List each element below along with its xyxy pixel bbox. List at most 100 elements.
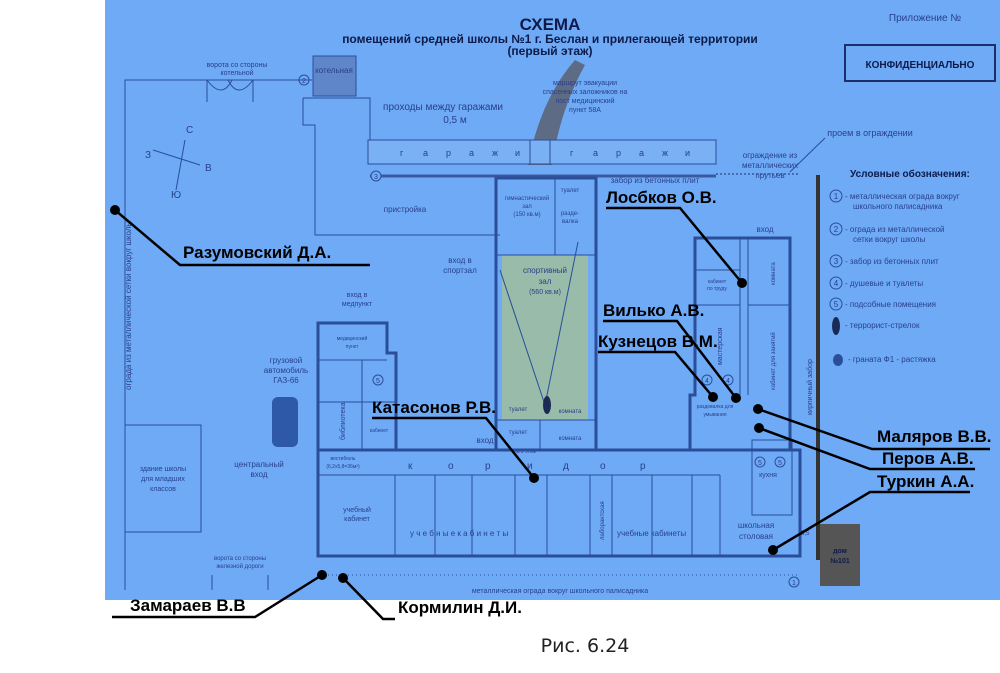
svg-text:пост медицинский: пост медицинский (555, 97, 614, 105)
svg-text:вестибюль: вестибюль (331, 456, 356, 462)
junior-school-building: здание школы для младших классов (124, 424, 202, 533)
svg-text:а: а (423, 148, 428, 158)
brick-fence-label: кирпичный забор (806, 359, 814, 415)
sport-entrance-label: вход в (448, 256, 472, 265)
svg-text:р: р (446, 148, 451, 158)
svg-text:ограждение из: ограждение из (743, 151, 798, 160)
svg-text:Туркин А.А.: Туркин А.А. (877, 472, 974, 491)
svg-text:туалет: туалет (509, 407, 528, 413)
gate-boiler: ворота со стороны котельной (206, 62, 267, 102)
svg-text:р: р (485, 461, 491, 472)
svg-text:С: С (186, 125, 193, 136)
svg-text:сетки вокруг школы: сетки вокруг школы (853, 235, 926, 244)
mesh-fence: ограда из металлической сетки вокруг шко… (124, 79, 312, 590)
annotation-katasonov: Катасонов Р.В. (372, 398, 539, 483)
svg-text:пункт 58А: пункт 58А (569, 107, 601, 114)
svg-text:5: 5 (834, 300, 839, 309)
svg-text:лаборантская: лаборантская (600, 501, 606, 540)
svg-text:а: а (639, 148, 644, 158)
svg-text:спасенных заложников на: спасенных заложников на (543, 89, 628, 96)
metal-fence-label: металлическая ограда вокруг школьного па… (472, 588, 648, 595)
svg-text:вход в: вход в (347, 292, 368, 299)
svg-text:котельная: котельная (315, 66, 353, 75)
svg-text:Вилько А.В.: Вилько А.В. (603, 301, 704, 320)
svg-text:Разумовский Д.А.: Разумовский Д.А. (183, 243, 331, 262)
svg-text:котельной: котельной (220, 69, 253, 77)
svg-text:железной дороги: железной дороги (216, 563, 263, 570)
svg-text:1: 1 (834, 192, 839, 201)
svg-text:кухня: кухня (759, 472, 777, 479)
svg-text:зал: зал (522, 204, 532, 210)
svg-text:3: 3 (834, 257, 839, 266)
svg-text:учебный: учебный (343, 506, 371, 514)
truck-gaz66: грузовой автомобиль ГАЗ-66 (264, 356, 308, 447)
svg-text:4: 4 (705, 378, 709, 385)
svg-text:спортивный: спортивный (523, 266, 567, 275)
svg-text:к: к (408, 461, 413, 472)
svg-text:учебные кабинеты: учебные кабинеты (617, 529, 686, 538)
svg-text:2: 2 (834, 225, 839, 234)
svg-text:ж: ж (492, 148, 498, 158)
annex-label: пристройка (384, 205, 427, 214)
house-101: дом №101 (820, 524, 860, 586)
svg-text:пункт: пункт (346, 344, 359, 350)
metal-rod-fence: ограждение из металлических прутьев (716, 151, 800, 180)
svg-text:кабинет: кабинет (344, 515, 371, 523)
appendix-label: Приложение № (889, 13, 961, 24)
svg-text:о: о (448, 461, 454, 472)
svg-text:- граната Ф1 - растяжка: - граната Ф1 - растяжка (848, 355, 936, 364)
svg-text:а: а (469, 148, 474, 158)
svg-text:Замараев В.В: Замараев В.В (130, 596, 246, 615)
title: СХЕМА (520, 15, 581, 34)
svg-text:- ограда из металлической: - ограда из металлической (845, 225, 945, 234)
svg-text:- душевые и туалеты: - душевые и туалеты (845, 279, 923, 288)
svg-text:грузовой: грузовой (270, 356, 302, 365)
svg-text:вход: вход (250, 470, 267, 479)
central-entrance-label: центральный (234, 460, 283, 469)
boiler-house: котельная 2 (298, 55, 357, 97)
svg-text:школьная: школьная (738, 521, 774, 530)
svg-text:для младших: для младших (141, 476, 185, 483)
svg-text:медпункт: медпункт (342, 301, 373, 308)
svg-text:туалет: туалет (509, 430, 528, 436)
fence-opening-label: проем в ограждении (827, 128, 912, 138)
svg-text:и: и (515, 148, 520, 158)
garage-passages-width: 0,5 м (443, 115, 467, 126)
svg-text:В: В (205, 163, 212, 174)
svg-text:комната: комната (559, 436, 582, 442)
svg-text:р: р (616, 148, 621, 158)
svg-text:здание школы: здание школы (140, 466, 186, 473)
floor-label: (первый этаж) (507, 44, 592, 58)
svg-text:разде-: разде- (561, 211, 579, 217)
svg-text:зал: зал (539, 277, 552, 286)
svg-text:металлических: металлических (742, 161, 798, 170)
svg-text:медицинский: медицинский (337, 335, 368, 342)
svg-text:спортзал: спортзал (443, 266, 477, 275)
svg-text:умывания: умывания (703, 412, 726, 418)
annotation-perov: Перов А.В. (754, 423, 975, 471)
annex-upper (303, 97, 371, 140)
svg-text:маршрут эвакуации: маршрут эвакуации (553, 80, 617, 87)
annotation-zamaraev: Замараев В.В (112, 570, 327, 619)
svg-text:Лосбков О.В.: Лосбков О.В. (606, 188, 717, 207)
svg-text:5: 5 (778, 460, 782, 467)
svg-text:№101: №101 (830, 557, 850, 565)
confidential-stamp: КОНФИДЕНЦИАЛЬНО (844, 44, 996, 82)
svg-text:мастерская: мастерская (717, 327, 724, 365)
svg-text:гимнастический: гимнастический (505, 195, 549, 202)
subtitle: помещений средней школы №1 г. Беслан и п… (342, 32, 758, 46)
svg-text:КОНФИДЕНЦИАЛЬНО: КОНФИДЕНЦИАЛЬНО (866, 60, 975, 71)
left-wing: медицинский пункт библиотека кабинет 5 в… (316, 292, 398, 450)
svg-text:4: 4 (726, 378, 730, 385)
svg-text:Катасонов Р.В.: Катасонов Р.В. (372, 398, 496, 417)
svg-text:библиотека: библиотека (339, 402, 347, 440)
annotation-kormilin: Кормилин Д.И. (338, 573, 522, 621)
svg-text:Кузнецов В.М.: Кузнецов В.М. (598, 332, 718, 351)
svg-text:классов: классов (150, 486, 176, 493)
svg-text:Маляров В.В.: Маляров В.В. (877, 427, 991, 446)
svg-text:школьного палисадника: школьного палисадника (853, 202, 943, 211)
svg-text:- подсобные помещения: - подсобные помещения (845, 300, 936, 309)
svg-text:прутьев: прутьев (755, 171, 784, 180)
svg-text:Кормилин Д.И.: Кормилин Д.И. (398, 598, 522, 617)
